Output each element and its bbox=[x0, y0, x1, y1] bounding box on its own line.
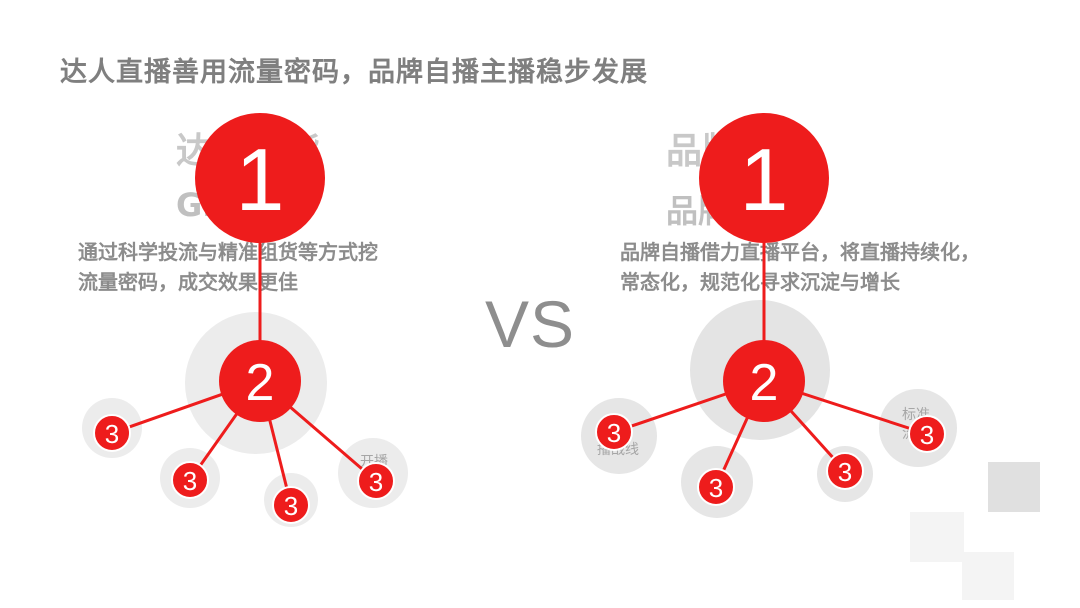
vs-label: VS bbox=[485, 287, 576, 361]
node-label: 3 bbox=[838, 457, 852, 487]
right-node-tertiary: 3 bbox=[826, 452, 864, 490]
left-node-tertiary: 3 bbox=[93, 414, 131, 452]
right-panel-description: 品牌自播借力直播平台，将直播持续化， 常态化，规范化寻求沉淀与增长 bbox=[620, 237, 980, 297]
left-node-secondary: 2 bbox=[219, 340, 301, 422]
right-description-line-1: 品牌自播借力直播平台，将直播持续化， bbox=[620, 240, 980, 264]
right-node-primary: 1 bbox=[699, 113, 829, 243]
right-node-tertiary: 3 bbox=[697, 468, 735, 506]
node-label: 3 bbox=[284, 491, 298, 521]
left-node-tertiary: 3 bbox=[272, 486, 310, 524]
node-label: 1 bbox=[740, 130, 789, 229]
right-node-tertiary: 3 bbox=[908, 415, 946, 453]
node-label: 3 bbox=[920, 420, 934, 450]
node-label: 3 bbox=[607, 418, 621, 448]
decor-square bbox=[988, 462, 1040, 512]
decor-square bbox=[962, 552, 1014, 600]
node-label: 3 bbox=[369, 467, 383, 497]
node-label: 3 bbox=[105, 419, 119, 449]
left-node-tertiary: 3 bbox=[357, 462, 395, 500]
node-label: 1 bbox=[236, 130, 285, 229]
decor-square bbox=[910, 512, 964, 562]
node-label: 2 bbox=[750, 354, 779, 412]
left-node-tertiary: 3 bbox=[171, 461, 209, 499]
node-label: 3 bbox=[709, 473, 723, 503]
right-node-secondary: 2 bbox=[723, 340, 805, 422]
node-label: 3 bbox=[183, 466, 197, 496]
left-node-primary: 1 bbox=[195, 113, 325, 243]
slide-title: 达人直播善用流量密码，品牌自播主播稳步发展 bbox=[60, 57, 648, 88]
left-description-line-1: 通过科学投流与精准组货等方式挖 bbox=[78, 240, 378, 264]
right-node-tertiary: 3 bbox=[595, 413, 633, 451]
node-label: 2 bbox=[246, 354, 275, 412]
right-description-line-2: 常态化，规范化寻求沉淀与增长 bbox=[620, 270, 900, 294]
